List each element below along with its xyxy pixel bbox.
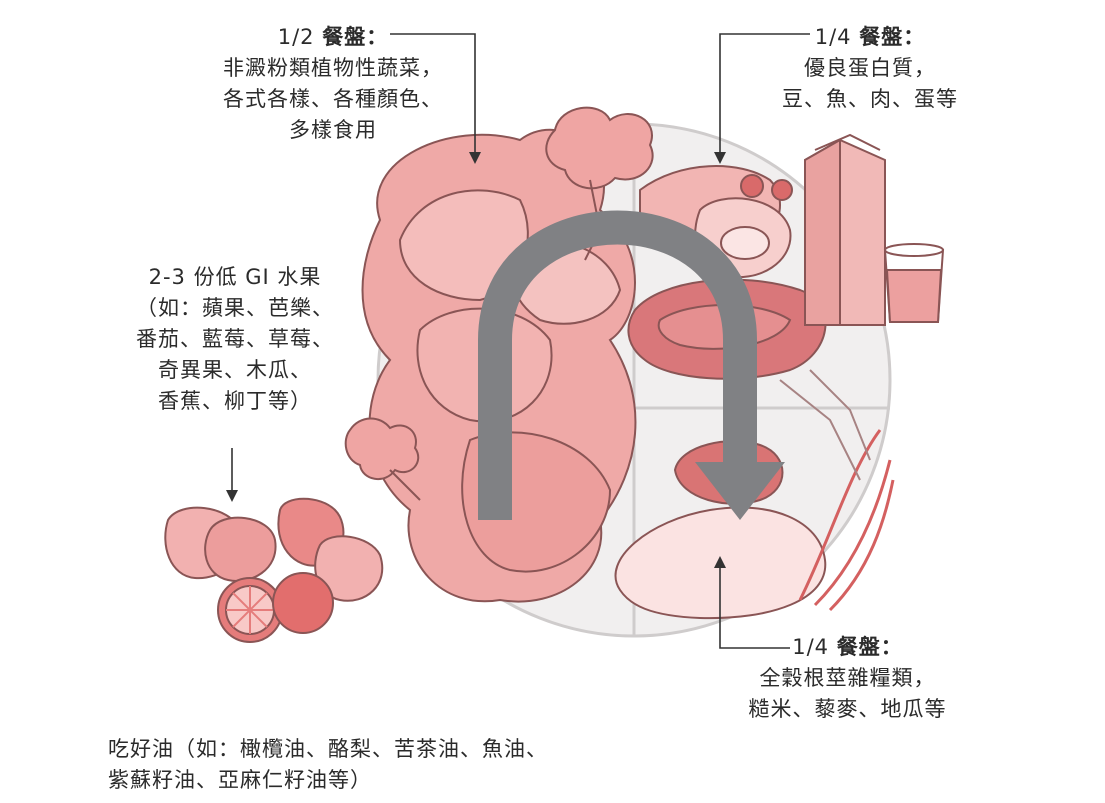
fruit-illustration	[164, 497, 384, 643]
vegetables-line-2: 各式各樣、各種顏色、	[223, 87, 443, 111]
vegetables-line-3: 多樣食用	[289, 118, 377, 142]
grains-label: 1/4 餐盤： 全穀根莖雜糧類， 糙米、藜麥、地瓜等	[720, 632, 975, 725]
grains-line-2: 糙米、藜麥、地瓜等	[748, 697, 947, 721]
grains-line-1: 全穀根莖雜糧類，	[759, 666, 936, 690]
protein-fraction: 1/4	[814, 25, 852, 49]
fruit-line-5: 香蕉、柳丁等）	[158, 389, 312, 413]
fruit-line-2: （如：蘋果、芭樂、	[136, 296, 334, 320]
leader-arrowheads	[226, 152, 726, 568]
grains-heading: 餐盤：	[836, 635, 903, 659]
fruit-label: 2-3 份低 GI 水果 （如：蘋果、芭樂、 番茄、藍莓、草莓、 奇異果、木瓜、…	[100, 262, 370, 417]
vegetables-heading: 餐盤：	[322, 25, 389, 49]
protein-line-1: 優良蛋白質，	[804, 56, 936, 80]
order-arrow	[478, 210, 785, 520]
vegetables-fraction: 1/2	[277, 25, 315, 49]
protein-label: 1/4 餐盤： 優良蛋白質， 豆、魚、肉、蛋等	[750, 22, 990, 115]
grains-fraction: 1/4	[792, 635, 830, 659]
vegetables-line-1: 非澱粉類植物性蔬菜，	[223, 56, 443, 80]
oil-line-2: 紫蘇籽油、亞麻仁籽油等）	[108, 768, 372, 792]
oil-label: 吃好油（如：橄欖油、酪梨、苦茶油、魚油、 紫蘇籽油、亞麻仁籽油等）	[108, 734, 628, 796]
fruit-line-1: 2-3 份低 GI 水果	[148, 265, 322, 289]
fruit-line-4: 奇異果、木瓜、	[158, 358, 312, 382]
protein-illustration	[627, 133, 945, 380]
leader-lines	[231, 33, 810, 649]
protein-heading: 餐盤：	[859, 25, 926, 49]
vegetables-label: 1/2 餐盤： 非澱粉類植物性蔬菜， 各式各樣、各種顏色、 多樣食用	[198, 22, 468, 146]
fruit-line-3: 番茄、藍莓、草莓、	[136, 327, 334, 351]
oil-line-1: 吃好油（如：橄欖油、酪梨、苦茶油、魚油、	[108, 737, 548, 761]
protein-line-2: 豆、魚、肉、蛋等	[782, 87, 958, 111]
